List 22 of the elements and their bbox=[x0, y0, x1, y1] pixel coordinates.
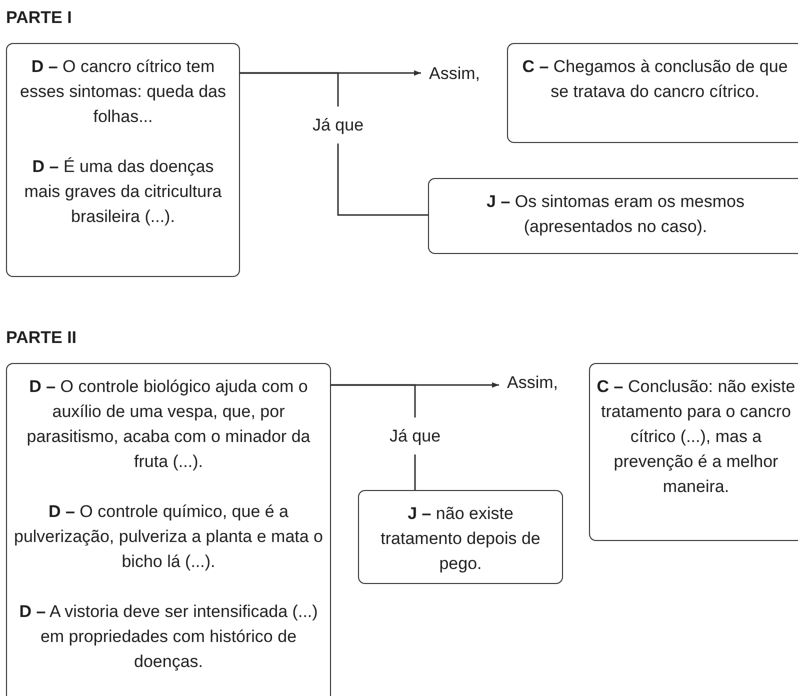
argument-box bbox=[589, 363, 798, 541]
argument-text: D – O cancro cítrico tem esses sintomas: queda das folhas... bbox=[18, 56, 227, 128]
connector-word: Assim, bbox=[507, 372, 559, 394]
argument-text: D – É uma das doenças mais graves da citricultura brasileira (...). bbox=[23, 156, 223, 228]
argument-text: J – Os sintomas eram os mesmos (apresentados no caso). bbox=[486, 191, 746, 238]
argument-text: D – O controle biológico ajuda com o auxílio de uma vespa, que, por parasitismo, acaba com o minador da fruta (...). bbox=[26, 376, 312, 473]
argument-text: D – A vistoria deve ser intensificada (...) em propriedades com histórico de doenças. bbox=[18, 601, 319, 673]
argument-box bbox=[428, 178, 798, 254]
argument-box bbox=[6, 43, 240, 277]
connector-word: Assim, bbox=[429, 63, 481, 85]
argument-text: C – Chegamos à conclusão de que se tratava do cancro cítrico. bbox=[521, 56, 789, 103]
edge-label: Já que bbox=[387, 418, 443, 454]
argument-text: D – O controle químico, que é a pulverização, pulveriza a planta e mata o bicho lá (...). bbox=[13, 501, 324, 573]
section-heading: PARTE I bbox=[6, 8, 72, 28]
section-heading: PARTE II bbox=[6, 328, 77, 348]
argument-box bbox=[6, 363, 331, 696]
connector-line bbox=[240, 72, 428, 216]
argument-text: C – Conclusão: não existe tratamento para o cancro cítrico (...), mas a prevenção é a melhor maneira. bbox=[596, 376, 796, 498]
argument-text: J – não existe tratamento depois de pego. bbox=[380, 503, 542, 575]
argument-box bbox=[358, 490, 563, 584]
argument-box bbox=[507, 43, 798, 143]
edge-label: Já que bbox=[310, 106, 366, 144]
